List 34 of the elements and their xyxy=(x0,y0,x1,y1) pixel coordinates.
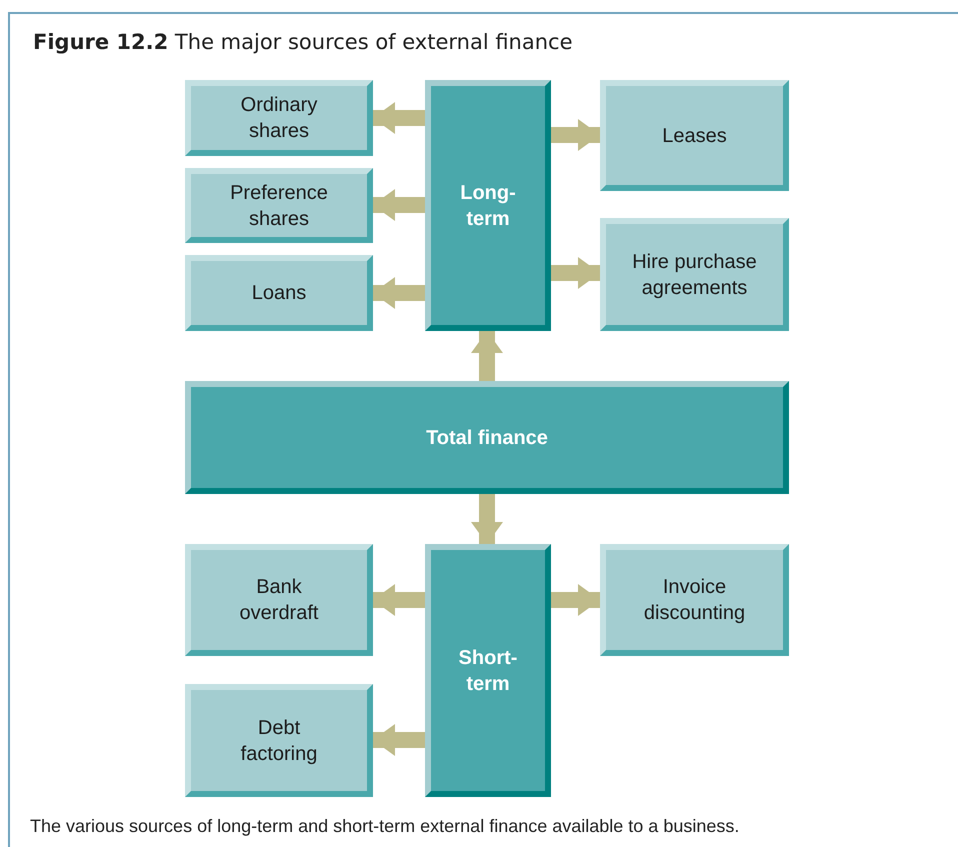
box-label: Hire purchase agreements xyxy=(631,250,758,300)
category-box xyxy=(425,80,551,331)
box-label: Total finance xyxy=(426,426,548,450)
arrow xyxy=(471,331,503,381)
source-box xyxy=(600,544,789,656)
arrow xyxy=(551,119,600,151)
source-box xyxy=(600,80,789,191)
source-box xyxy=(185,80,373,156)
source-box xyxy=(185,544,373,656)
box-label: Long-term xyxy=(459,180,517,232)
source-box xyxy=(185,684,373,797)
arrow xyxy=(551,584,600,616)
category-box xyxy=(425,544,551,797)
arrow xyxy=(373,584,425,616)
box-label: Ordinary shares xyxy=(240,93,318,144)
arrow xyxy=(373,724,425,756)
box-label: Debt factoring xyxy=(240,716,318,766)
box-label: Invoice discounting xyxy=(642,575,746,626)
arrow xyxy=(373,102,425,134)
figure-title: Figure 12.2 The major sources of external finance xyxy=(33,30,573,54)
arrow xyxy=(373,189,425,221)
box-label: Loans xyxy=(252,281,306,306)
source-box xyxy=(185,168,373,243)
arrow xyxy=(373,277,425,309)
category-box xyxy=(185,381,789,494)
box-label: Preference shares xyxy=(229,180,329,232)
source-box xyxy=(600,218,789,331)
box-label: Bank overdraft xyxy=(238,575,320,626)
box-label: Leases xyxy=(662,124,727,148)
box-label: Short-term xyxy=(458,646,518,696)
source-box xyxy=(185,255,373,331)
arrow xyxy=(471,494,503,544)
figure-caption: The various sources of long-term and short-term external finance available to a business. xyxy=(30,816,740,837)
arrow xyxy=(551,257,600,289)
